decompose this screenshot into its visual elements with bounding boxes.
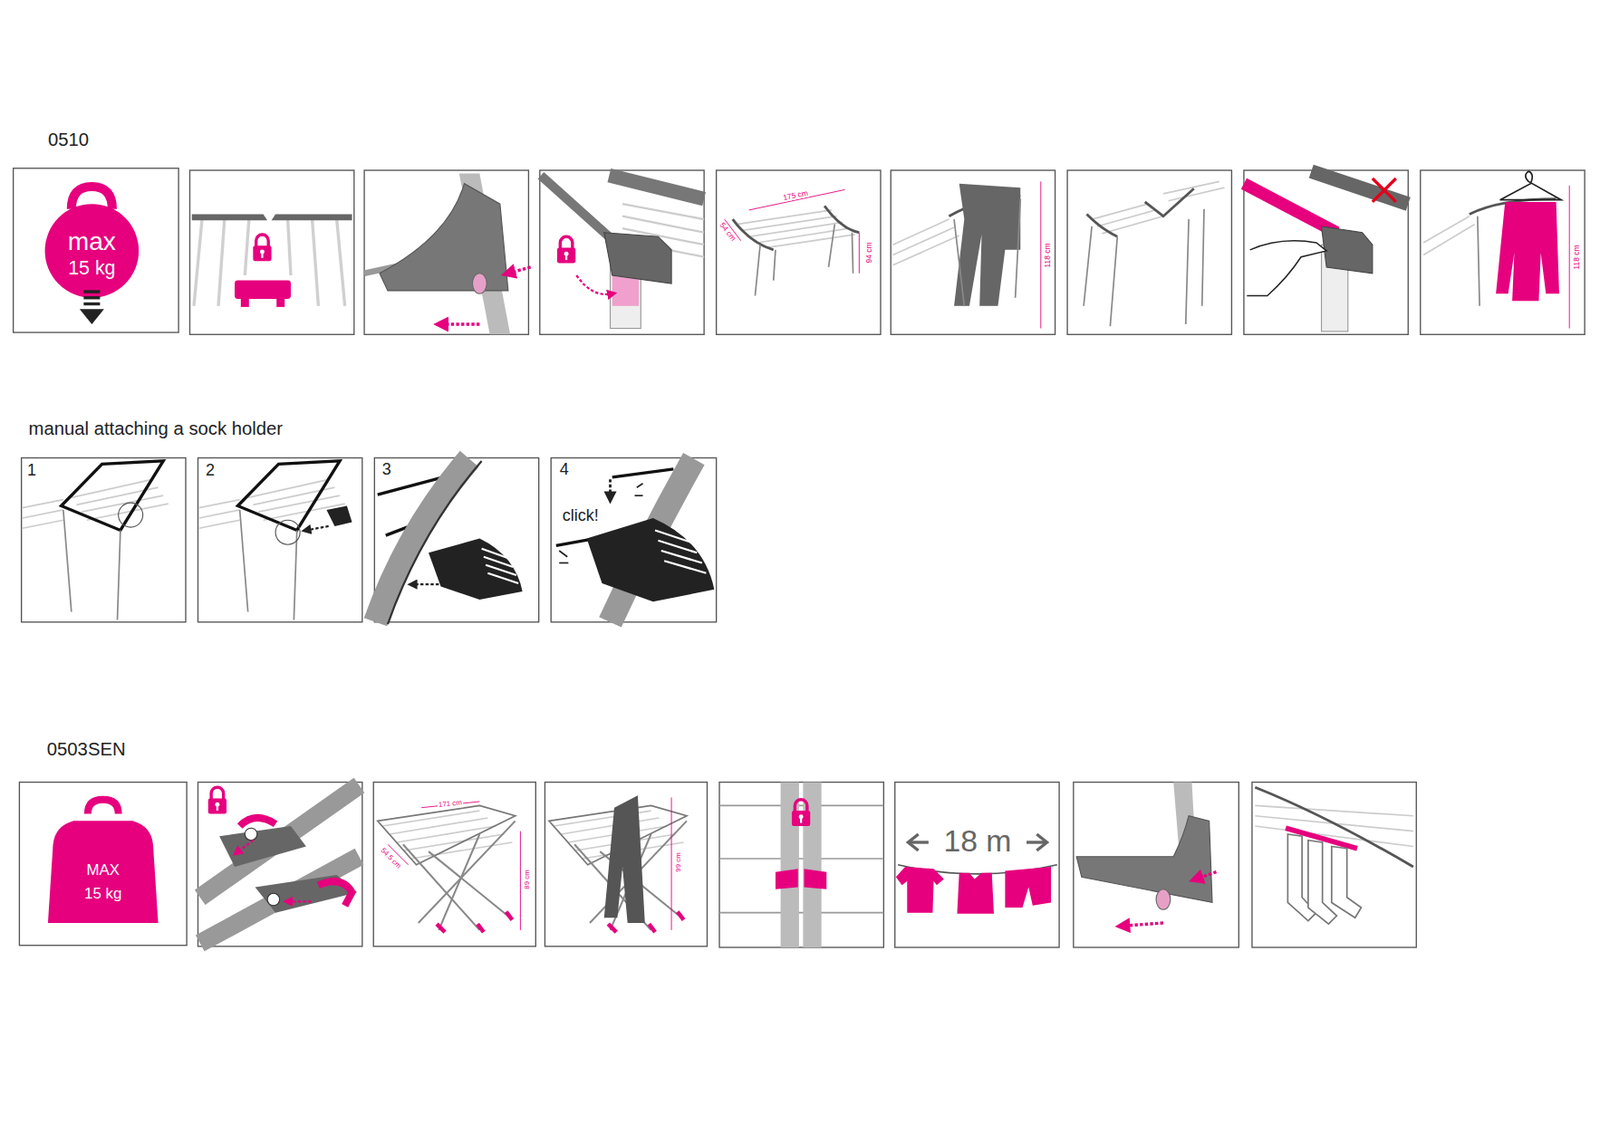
section-heading: manual attaching a sock holder xyxy=(28,418,284,439)
click-note: click! xyxy=(561,507,600,526)
dimension-label: 94 cm xyxy=(865,241,874,265)
step-number: 4 xyxy=(559,461,569,480)
dimension-label: 118 cm xyxy=(1043,241,1052,269)
step-number: 2 xyxy=(205,462,215,481)
dimension-label: 54.5 cm xyxy=(378,847,404,872)
model-number: 0510 xyxy=(48,129,89,150)
step-number: 3 xyxy=(382,461,392,480)
length-label: 18 m xyxy=(943,825,1012,859)
dimension-label: 99 cm xyxy=(674,851,684,873)
weight-text: 15 kg xyxy=(67,259,116,281)
model-number: 0503SEN xyxy=(47,739,126,760)
dimension-label: 54 cm xyxy=(717,220,739,243)
weight-text: 15 kg xyxy=(84,885,122,903)
step-number: 1 xyxy=(27,462,37,481)
dimension-label: 118 cm xyxy=(1573,243,1582,270)
weight-text: MAX xyxy=(86,861,120,879)
dimension-label: 89 cm xyxy=(523,868,532,890)
dimension-label: 171 cm xyxy=(436,799,463,810)
dimension-label: 175 cm xyxy=(781,189,810,203)
weight-text: max xyxy=(67,227,116,256)
